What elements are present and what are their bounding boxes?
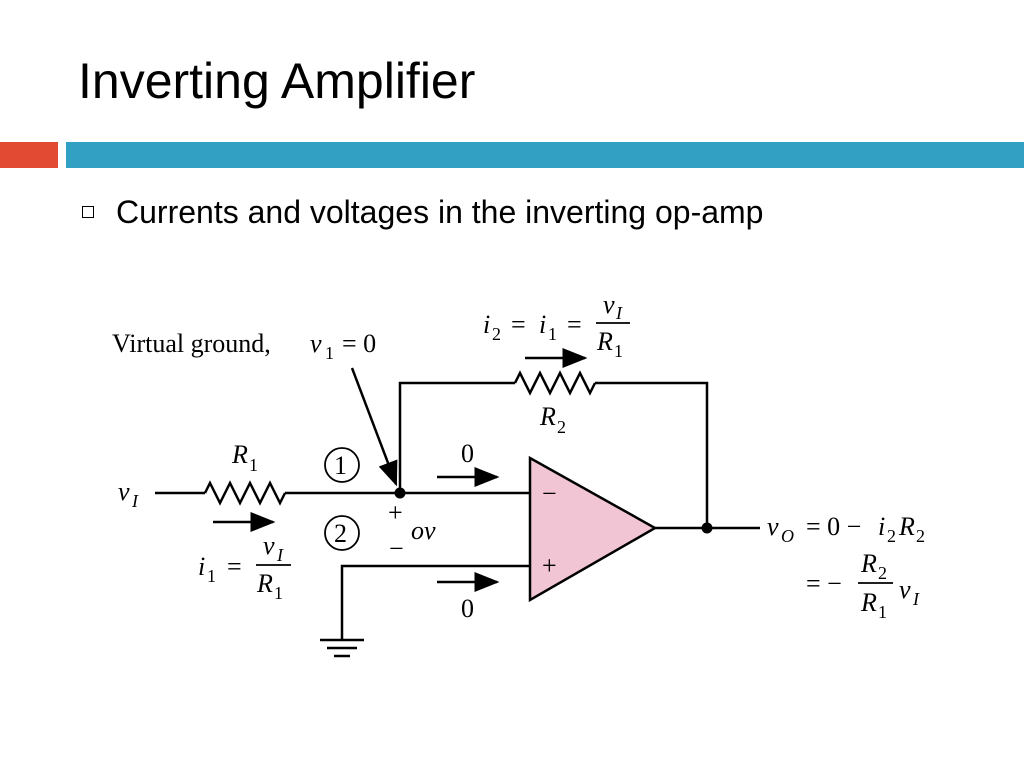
slide-title: Inverting Amplifier (78, 53, 476, 109)
node-2-label: 2 (334, 519, 347, 548)
vo-frac-num-sub: 2 (878, 563, 887, 583)
bullet-text: Currents and voltages in the inverting o… (116, 194, 764, 230)
vo-symbol: v (767, 512, 779, 541)
vo-r2-symbol: R (898, 512, 915, 541)
r2-label-subscript: 2 (557, 417, 566, 437)
r1-label-subscript: 1 (249, 455, 258, 475)
i2-frac-den: R (596, 327, 613, 356)
vo-frac-num: R (860, 549, 877, 578)
i1-symbol-top: i (539, 310, 546, 339)
i1-frac-den: R (256, 569, 273, 598)
vo-r2-subscript: 2 (916, 526, 925, 546)
i1-frac-num-sub: I (276, 545, 284, 565)
i2-equals-2: = (567, 310, 582, 339)
i2-frac-num-sub: I (615, 303, 623, 323)
vo-subscript: O (781, 526, 794, 546)
input-current-top-label: 0 (461, 439, 474, 468)
vi-input-subscript: I (131, 491, 139, 511)
junction-inverting-node (394, 487, 406, 499)
node-1-circle (324, 447, 360, 483)
i1-symbol: i (198, 552, 205, 581)
title-accent-bar-red (0, 142, 58, 168)
i2-subscript: 2 (492, 324, 501, 344)
inverting-terminal-sign: − (542, 479, 557, 508)
node-voltage-plus: + (388, 498, 403, 527)
vo-frac-den: R (860, 588, 877, 617)
v1-subscript: 1 (325, 343, 334, 363)
i2-symbol: i (483, 310, 490, 339)
vo-frac-den-sub: 1 (878, 602, 887, 622)
v1-equals-zero: = 0 (342, 329, 376, 358)
title-accent-bar-blue (66, 142, 1024, 168)
opamp-triangle (528, 455, 658, 603)
node-2-circle (324, 515, 360, 551)
node-1-label: 1 (334, 451, 347, 480)
feedback-wire-right (595, 381, 709, 528)
i1-subscript: 1 (207, 566, 216, 586)
node-voltage-label: ov (411, 516, 436, 545)
feedback-wire-left (398, 381, 515, 493)
ground-wire (340, 564, 530, 640)
r2-resistor (513, 370, 597, 396)
vo-expression-b: = − (806, 569, 842, 598)
square-bullet-icon (82, 206, 94, 218)
input-current-bottom-label: 0 (461, 594, 474, 623)
i2-equals-1: = (511, 310, 526, 339)
junction-output-node (701, 522, 713, 534)
vo-expression-a: = 0 − (806, 512, 861, 541)
noninverting-terminal-sign: + (542, 551, 557, 580)
r1-label: R (231, 440, 248, 469)
vo-i2-subscript: 2 (887, 526, 896, 546)
i1-equals: = (227, 552, 242, 581)
v1-symbol: v (310, 329, 322, 358)
vo-i2-symbol: i (878, 512, 885, 541)
virtual-ground-pointer (350, 367, 398, 487)
i1-frac-den-sub: 1 (274, 583, 283, 603)
vo-vi-symbol: v (899, 575, 911, 604)
i1-subscript-top: 1 (548, 324, 557, 344)
i1-frac-num: v (263, 531, 275, 560)
vi-input-label: v (118, 477, 130, 506)
virtual-ground-label: Virtual ground, (112, 329, 271, 358)
r1-resistor (203, 480, 287, 506)
vo-vi-subscript: I (912, 589, 920, 609)
ground-icon (320, 638, 364, 658)
node-voltage-minus: − (389, 534, 404, 563)
r2-label: R (539, 402, 556, 431)
i2-frac-den-sub: 1 (614, 341, 623, 361)
i2-frac-num: v (603, 290, 615, 319)
